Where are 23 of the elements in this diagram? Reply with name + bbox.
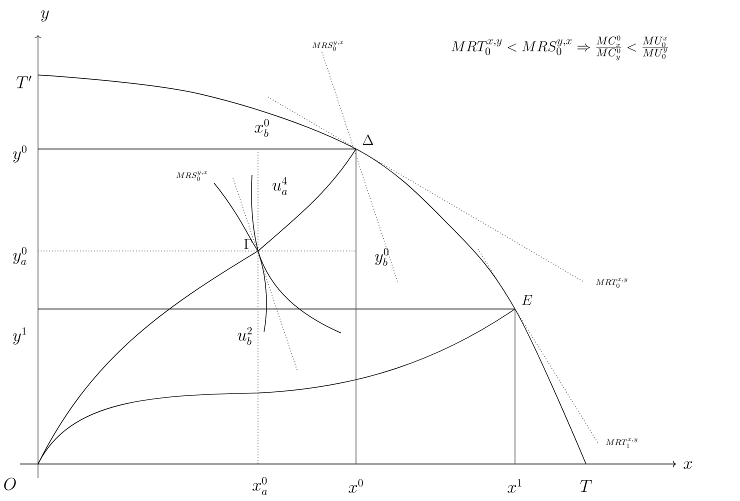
- curve-label: $MRS_0^{y,x}$: [312, 41, 344, 51]
- axis-label: $y_b^0$: [375, 248, 388, 266]
- formula: $MRT_0^{x,y} < MRS_0^{y,x} \Rightarrow \frac{MC_x^0}{MC_y^0} < \frac{MU_0^x}{MU_0^y}$: [452, 36, 668, 60]
- axis-label: $x^0$: [348, 479, 363, 493]
- point-label: $T$: [580, 480, 592, 492]
- axis-label: $x$: [684, 461, 692, 469]
- axis-label: $y_a^0$: [13, 246, 26, 265]
- point-label: $\Delta$: [362, 134, 374, 145]
- axis-label: $x_b^0$: [254, 118, 269, 137]
- axis-label: $x_a^0$: [252, 476, 268, 495]
- curve-label: $MRT_0^{x,y}$: [596, 278, 628, 288]
- point-label: $E$: [522, 295, 532, 305]
- axis-label: $y^0$: [13, 145, 26, 162]
- axis-label: $y^1$: [13, 327, 26, 344]
- curve-label: $MRS_0^{y,x}$: [176, 171, 208, 181]
- curve-label: $u_b^2$: [238, 326, 252, 345]
- axis-label: $y$: [41, 10, 49, 22]
- curve-label: $u_a^4$: [272, 176, 288, 195]
- axis-label: $x^1$: [508, 479, 522, 493]
- point-label: $T'$: [16, 76, 32, 88]
- curve-label: $MRT_1^{x,y}$: [606, 438, 638, 448]
- point-label: $\Gamma$: [244, 239, 252, 249]
- point-label: $O$: [4, 478, 16, 490]
